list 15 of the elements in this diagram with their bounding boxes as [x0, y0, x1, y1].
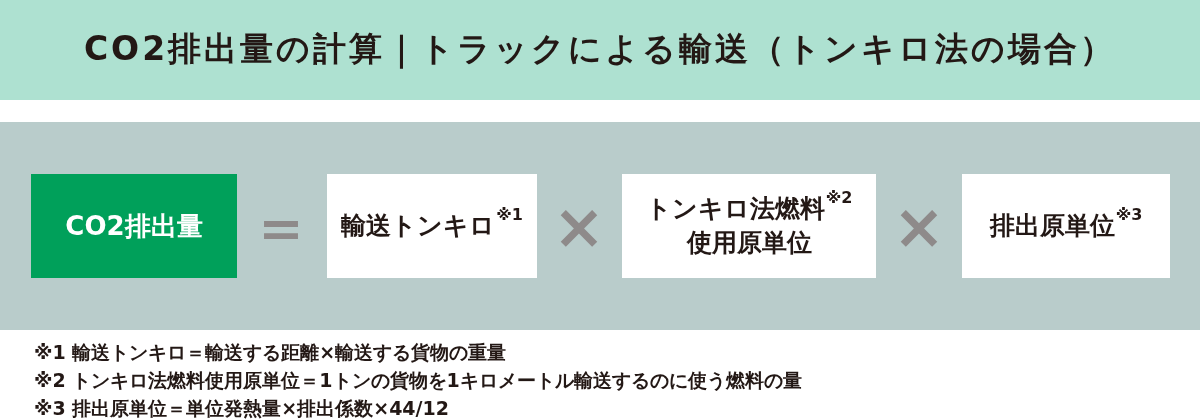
box-label: CO2排出量: [65, 210, 203, 243]
equals-sign: ＝: [250, 196, 312, 258]
factor-box: [962, 174, 1170, 278]
factor-box: [327, 174, 537, 278]
footnote: ※3 排出原単位＝単位発熱量×排出係数×44/12: [34, 396, 449, 420]
box-label: 輸送トンキロ$^{※1}$: [341, 209, 523, 242]
title: CO2排出量の計算｜トラックによる輸送（トンキロ法の場合）: [82, 28, 1118, 71]
factor-box: [622, 174, 876, 278]
multiplication-sign: ×: [892, 196, 946, 258]
box-label: トンキロ法燃料$^{※2}$使用原単位: [644, 192, 854, 259]
result-box: [31, 174, 237, 278]
footnote: ※1 輸送トンキロ＝輸送する距離×輸送する貨物の重量: [34, 340, 507, 365]
multiplication-sign: ×: [552, 196, 606, 258]
footnote: ※2 トンキロ法燃料使用原単位＝1トンの貨物を1キロメートル輸送するのに使う燃料の量: [34, 368, 802, 393]
box-label: 排出原単位$^{※3}$: [989, 209, 1143, 242]
